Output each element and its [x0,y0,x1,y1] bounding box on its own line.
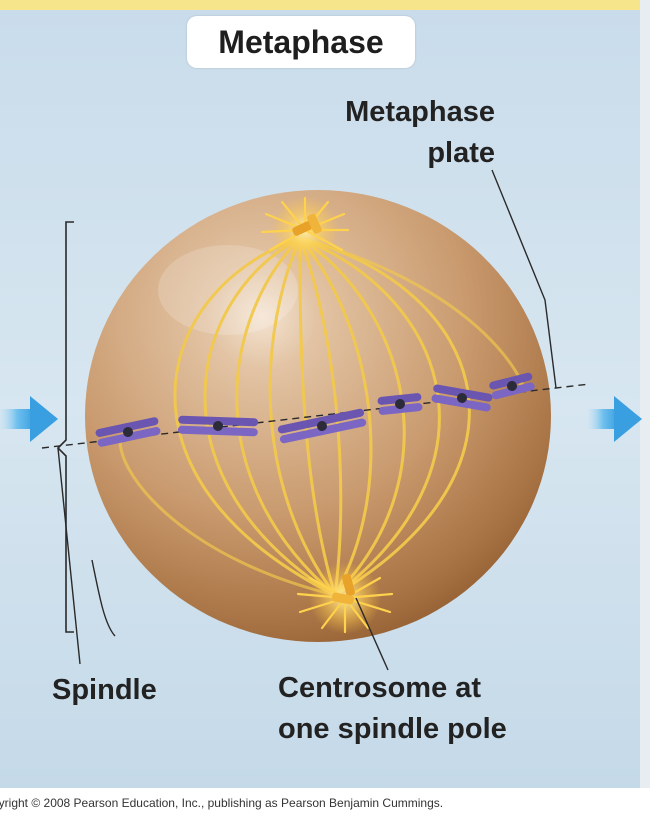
chromosome [95,417,161,447]
top-band [0,0,650,10]
centrosome-leader [355,597,389,671]
right-edge [640,0,650,818]
spindle-label: Spindle [52,674,157,706]
left-arrow-icon [0,396,58,442]
title-box: Metaphase [187,16,415,68]
copyright-text: pyright © 2008 Pearson Education, Inc., … [0,796,444,810]
right-arrow-icon [588,396,642,442]
chromosome [377,393,423,415]
centrosome-label-line1: Centrosome at [278,672,482,704]
metaphase-plate-leader [491,169,557,389]
copyright-footer: pyright © 2008 Pearson Education, Inc., … [0,788,650,818]
centrosome-label-line2: one spindle pole [278,713,507,745]
chromosome [431,384,493,412]
spindle-bracket-lower [91,559,116,637]
metaphase-plate-label-line2: plate [427,137,495,169]
centrosome-label: Centrosome at one spindle pole [278,668,507,750]
top-centrosome-icon [292,213,322,236]
chromosome [489,372,535,400]
metaphase-plate-label: Metaphase plate [305,92,495,174]
chromosome [177,415,259,437]
spindle-fibers [118,236,526,597]
spindle-leader [57,447,81,665]
diagram-title: Metaphase [218,23,384,60]
cell-highlight [158,245,298,335]
bottom-centrosome-icon [331,573,356,605]
metaphase-plate-label-line1: Metaphase [345,96,495,128]
chromosome [277,408,367,444]
chromosomes [95,372,535,447]
